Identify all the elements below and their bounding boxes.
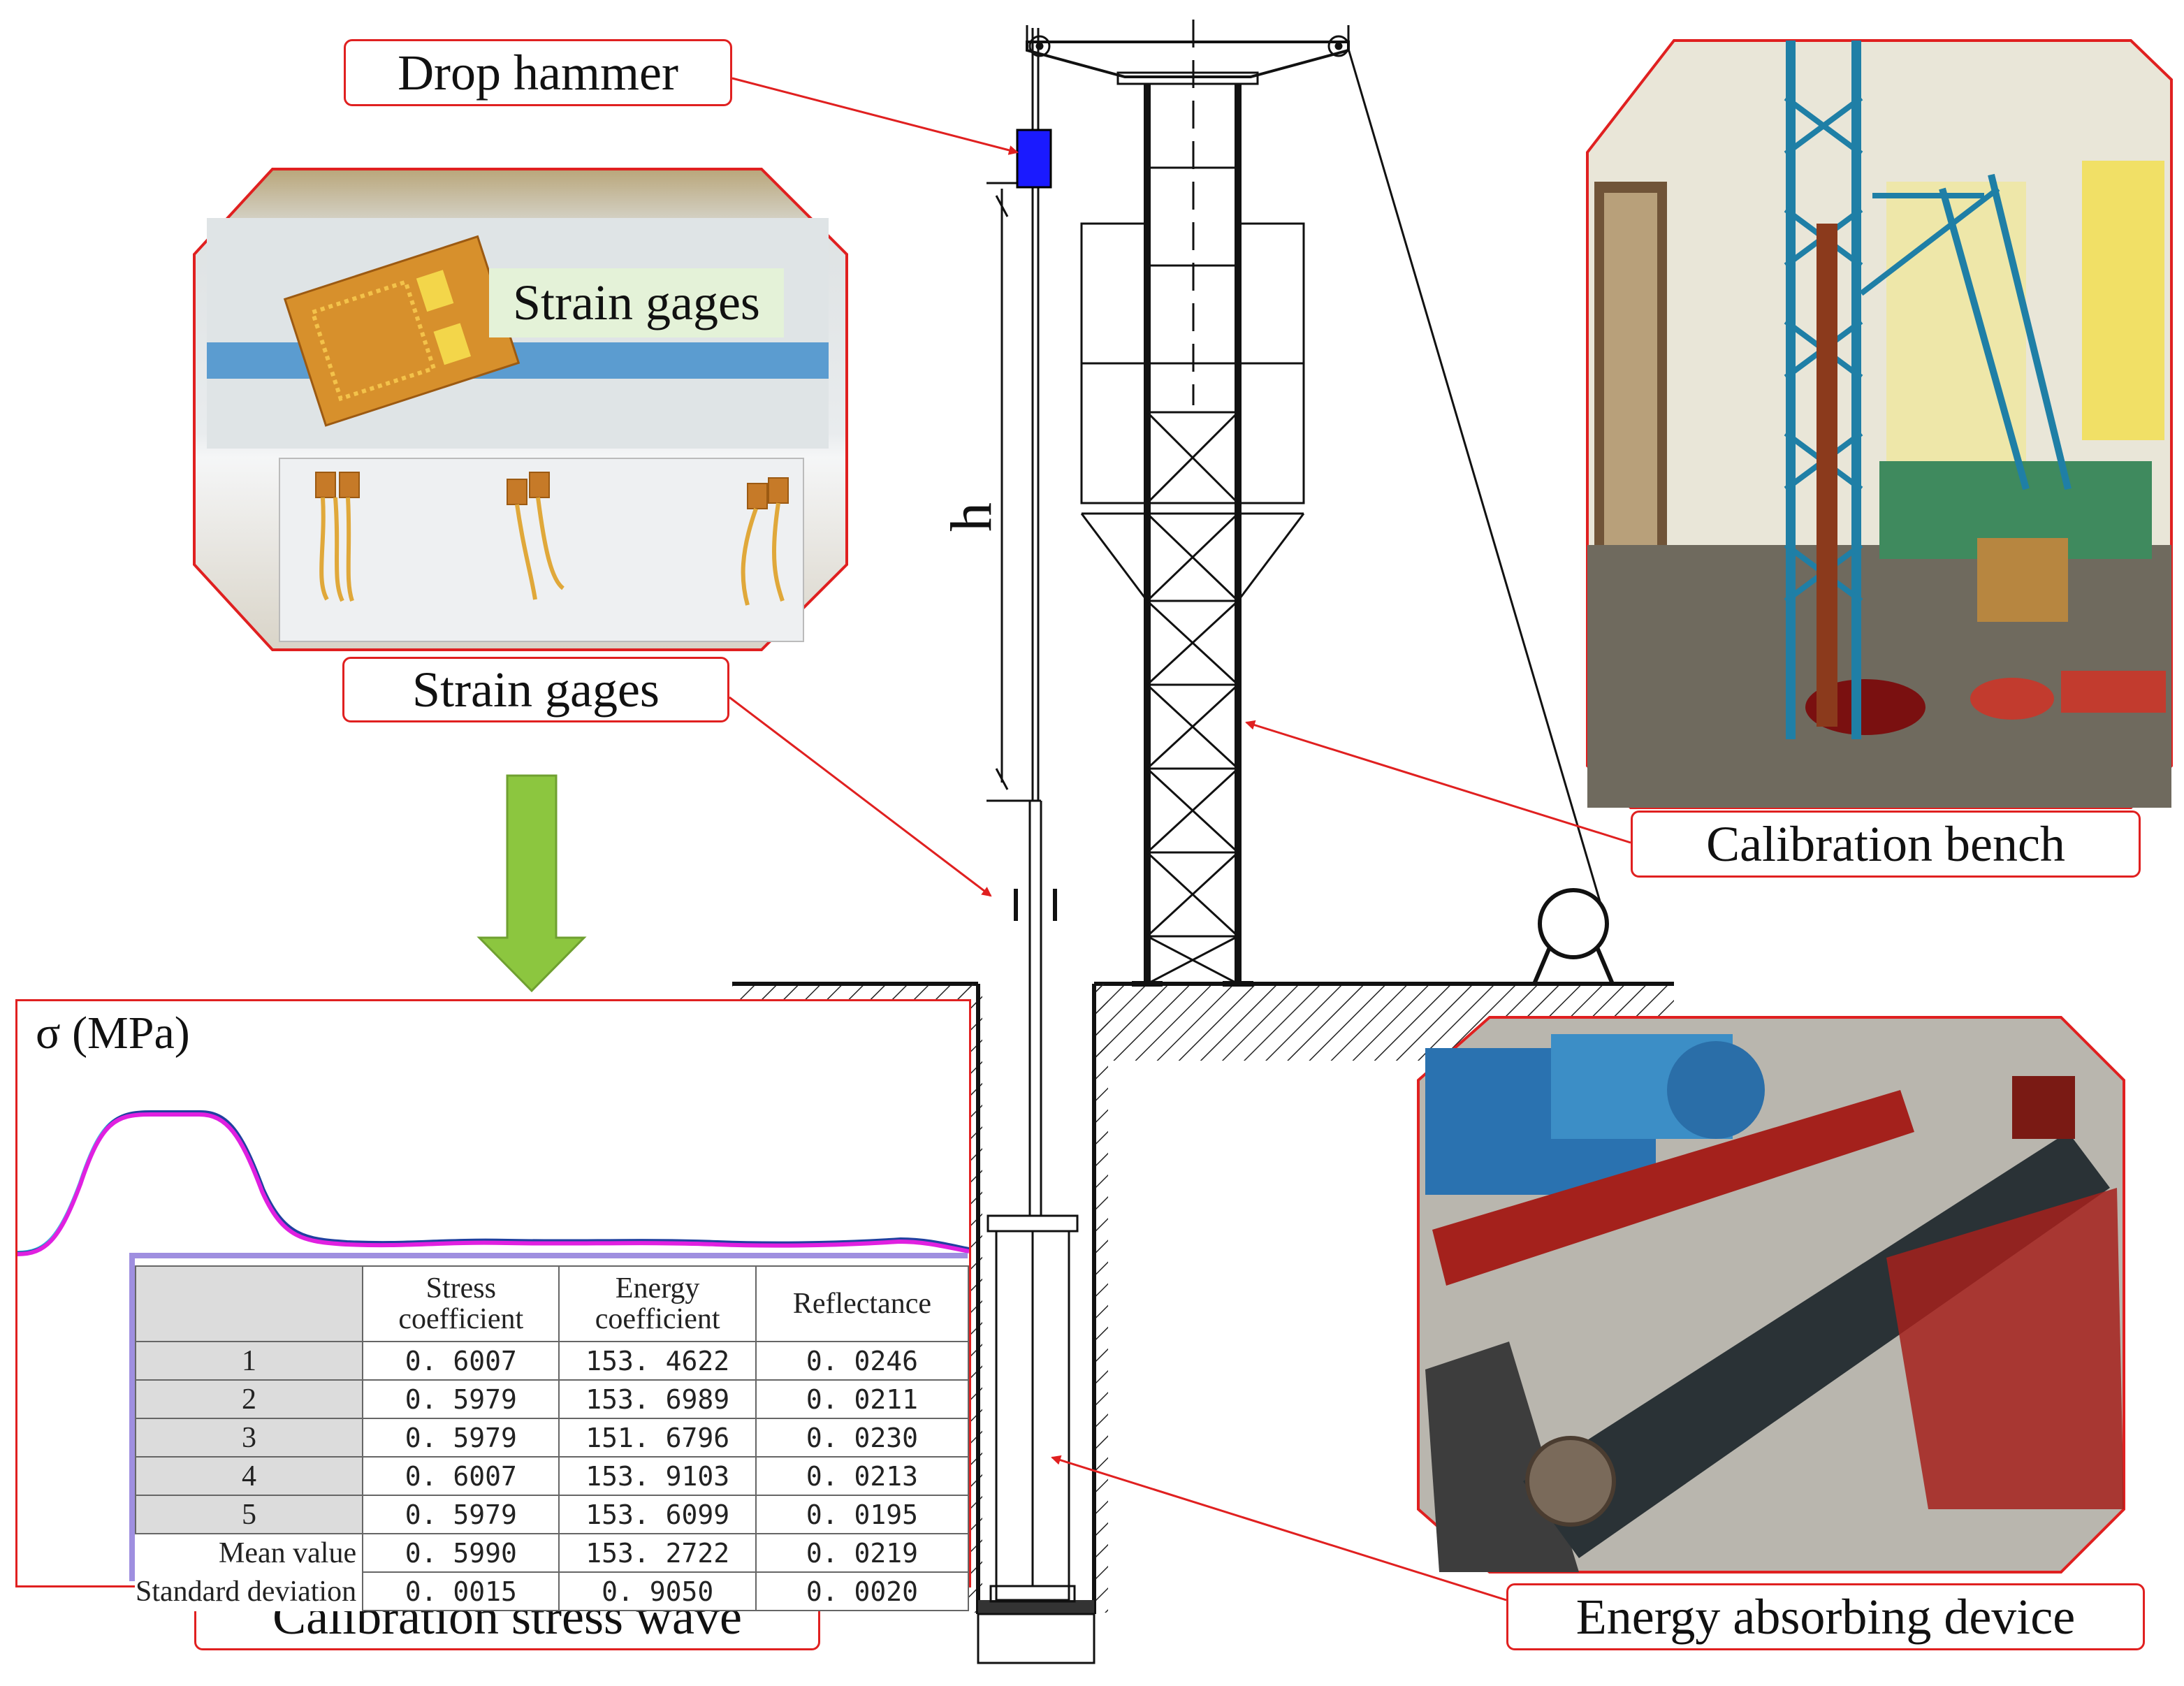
energy-cell: 153. 6989 [558,1379,757,1419]
calibration-table: Stress coefficient Energy coefficient Re… [134,1265,970,1611]
reflectance-cell: 0. 0230 [755,1418,970,1458]
stress-cell: 0. 6007 [362,1456,560,1496]
stress-cell: 0. 5979 [362,1379,560,1419]
table-row: 4 0. 6007 153. 9103 0. 0213 [134,1456,970,1496]
col-header-energy: Energy coefficient [558,1265,757,1342]
drop-hammer-callout: Drop hammer [344,39,732,106]
stress-cell: 0. 5979 [362,1418,560,1458]
strain-gages-photo [193,168,848,651]
leader-arrows [729,77,1631,1601]
row-label: 3 [134,1418,364,1458]
col-header-reflectance-line1: Reflectance [792,1288,932,1320]
col-header-stress: Stress coefficient [362,1265,560,1342]
row-label: 4 [134,1456,364,1496]
table-row: Standard deviation 0. 0015 0. 9050 0. 00… [136,1571,970,1611]
strain-gages-callout: Strain gages [342,657,729,722]
stress-cell: 0. 5979 [362,1495,560,1534]
table-row: 1 0. 6007 153. 4622 0. 0246 [134,1341,970,1381]
reflectance-cell: 0. 0246 [755,1341,970,1381]
energy-absorbing-device-callout: Energy absorbing device [1506,1583,2145,1650]
reflectance-cell: 0. 0211 [755,1379,970,1419]
energy-cell: 0. 9050 [558,1571,757,1611]
energy-cell: 153. 2722 [558,1533,757,1573]
col-header-stress-line2: coefficient [398,1303,524,1335]
stress-wave-trace-magenta [17,1112,969,1256]
col-header-stress-line1: Stress [425,1272,496,1305]
stress-wave-plot [17,1110,969,1256]
energy-cell: 153. 9103 [558,1456,757,1496]
table-frame-top [129,1253,968,1258]
calibration-bench-tower [1026,20,1601,987]
row-label: Mean value [136,1534,363,1572]
stress-cell: 0. 6007 [362,1341,560,1381]
ground [732,982,1674,1664]
col-header-energy-line1: Energy [615,1272,700,1305]
col-header-reflectance: Reflectance [755,1265,970,1342]
row-label: 5 [134,1495,364,1534]
table-row: 3 0. 5979 151. 6796 0. 0230 [134,1418,970,1458]
table-frame-left [129,1253,135,1581]
reflectance-cell: 0. 0219 [755,1533,970,1573]
energy-cell: 151. 6796 [558,1418,757,1458]
energy-cell: 153. 6099 [558,1495,757,1534]
stress-wave-trace-dark [17,1110,969,1254]
calibration-bench-photo [1586,39,2173,809]
stress-cell: 0. 5990 [362,1533,560,1573]
row-label: 2 [134,1379,364,1419]
col-header-energy-line2: coefficient [595,1303,720,1335]
guide-and-rod [987,28,1079,1603]
height-label: h [939,502,1004,532]
stress-cell: 0. 0015 [362,1571,560,1611]
calibration-bench-callout: Calibration bench [1631,811,2141,878]
table-row: Mean value 0. 5990 153. 2722 0. 0219 [136,1533,970,1573]
table-row: 5 0. 5979 153. 6099 0. 0195 [134,1495,970,1534]
table-row: 2 0. 5979 153. 6989 0. 0211 [134,1379,970,1419]
stress-wave-panel: σ (MPa) Stress coefficient Energy coeffi… [15,999,971,1611]
row-label: 1 [134,1341,364,1381]
process-down-arrow [476,774,587,993]
energy-cell: 153. 4622 [558,1341,757,1381]
row-label: Standard deviation [136,1572,363,1611]
reflectance-cell: 0. 0213 [755,1456,970,1496]
winch [1532,888,1615,985]
stress-wave-trace-cyan [17,1111,969,1255]
table-header-row: Stress coefficient Energy coefficient Re… [134,1265,970,1342]
stress-axis-label: σ (MPa) [36,1008,190,1059]
energy-absorbing-photo [1417,1016,2125,1574]
drop-hammer-block [1016,129,1052,189]
reflectance-cell: 0. 0020 [755,1571,970,1611]
table-corner-cell [134,1265,364,1342]
strain-gages-photo-caption: Strain gages [489,268,784,337]
reflectance-cell: 0. 0195 [755,1495,970,1534]
